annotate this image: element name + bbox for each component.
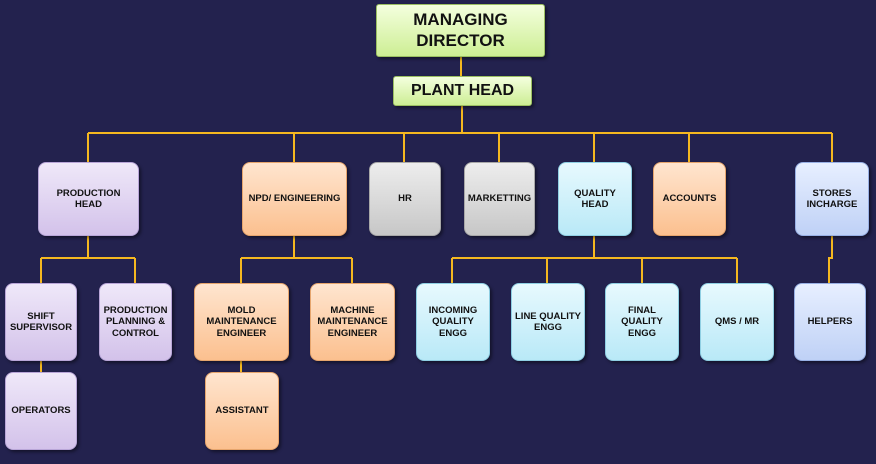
shift-supervisor-label: SHIFT SUPERVISOR (9, 310, 73, 333)
assistant-box[interactable]: ASSISTANT (205, 372, 279, 450)
mold-maintenance-label: MOLD MAINTENANCE ENGINEER (206, 304, 277, 339)
stores-incharge-label: STORES INCHARGE (806, 187, 858, 210)
production-planning-box[interactable]: PRODUCTION PLANNING & CONTROL (99, 283, 172, 361)
managing-director-box[interactable]: MANAGING DIRECTOR (376, 4, 545, 57)
npd-engineering-box[interactable]: NPD/ ENGINEERING (242, 162, 347, 236)
hr-label: HR (398, 193, 412, 205)
managing-director-label: MANAGING DIRECTOR (413, 10, 508, 50)
production-planning-label: PRODUCTION PLANNING & CONTROL (103, 304, 168, 339)
shift-supervisor-box[interactable]: SHIFT SUPERVISOR (5, 283, 77, 361)
helpers-box[interactable]: HELPERS (794, 283, 866, 361)
accounts-box[interactable]: ACCOUNTS (653, 162, 726, 236)
quality-head-box[interactable]: QUALITY HEAD (558, 162, 632, 236)
operators-box[interactable]: OPERATORS (5, 372, 77, 450)
line-quality-label: LINE QUALITY ENGG (515, 310, 581, 333)
line-quality-box[interactable]: LINE QUALITY ENGG (511, 283, 585, 361)
qms-mr-label: QMS / MR (714, 316, 760, 328)
accounts-label: ACCOUNTS (662, 193, 717, 205)
machine-maintenance-box[interactable]: MACHINE MAINTENANCE ENGINEER (310, 283, 395, 361)
stores-incharge-box[interactable]: STORES INCHARGE (795, 162, 869, 236)
final-quality-label: FINAL QUALITY ENGG (621, 304, 663, 339)
npd-engineering-label: NPD/ ENGINEERING (248, 193, 341, 205)
mold-maintenance-box[interactable]: MOLD MAINTENANCE ENGINEER (194, 283, 289, 361)
qms-mr-box[interactable]: QMS / MR (700, 283, 774, 361)
operators-label: OPERATORS (11, 405, 71, 417)
production-head-box[interactable]: PRODUCTION HEAD (38, 162, 139, 236)
final-quality-box[interactable]: FINAL QUALITY ENGG (605, 283, 679, 361)
quality-head-label: QUALITY HEAD (574, 187, 616, 210)
hr-box[interactable]: HR (369, 162, 441, 236)
incoming-quality-box[interactable]: INCOMING QUALITY ENGG (416, 283, 490, 361)
plant-head-label: PLANT HEAD (410, 82, 515, 100)
helpers-label: HELPERS (807, 316, 853, 328)
marketting-box[interactable]: MARKETTING (464, 162, 535, 236)
production-head-label: PRODUCTION HEAD (56, 187, 121, 210)
marketting-label: MARKETTING (467, 193, 532, 205)
machine-maintenance-label: MACHINE MAINTENANCE ENGINEER (317, 304, 388, 339)
assistant-label: ASSISTANT (215, 405, 269, 417)
incoming-quality-label: INCOMING QUALITY ENGG (428, 304, 478, 339)
plant-head-box[interactable]: PLANT HEAD (393, 76, 532, 106)
